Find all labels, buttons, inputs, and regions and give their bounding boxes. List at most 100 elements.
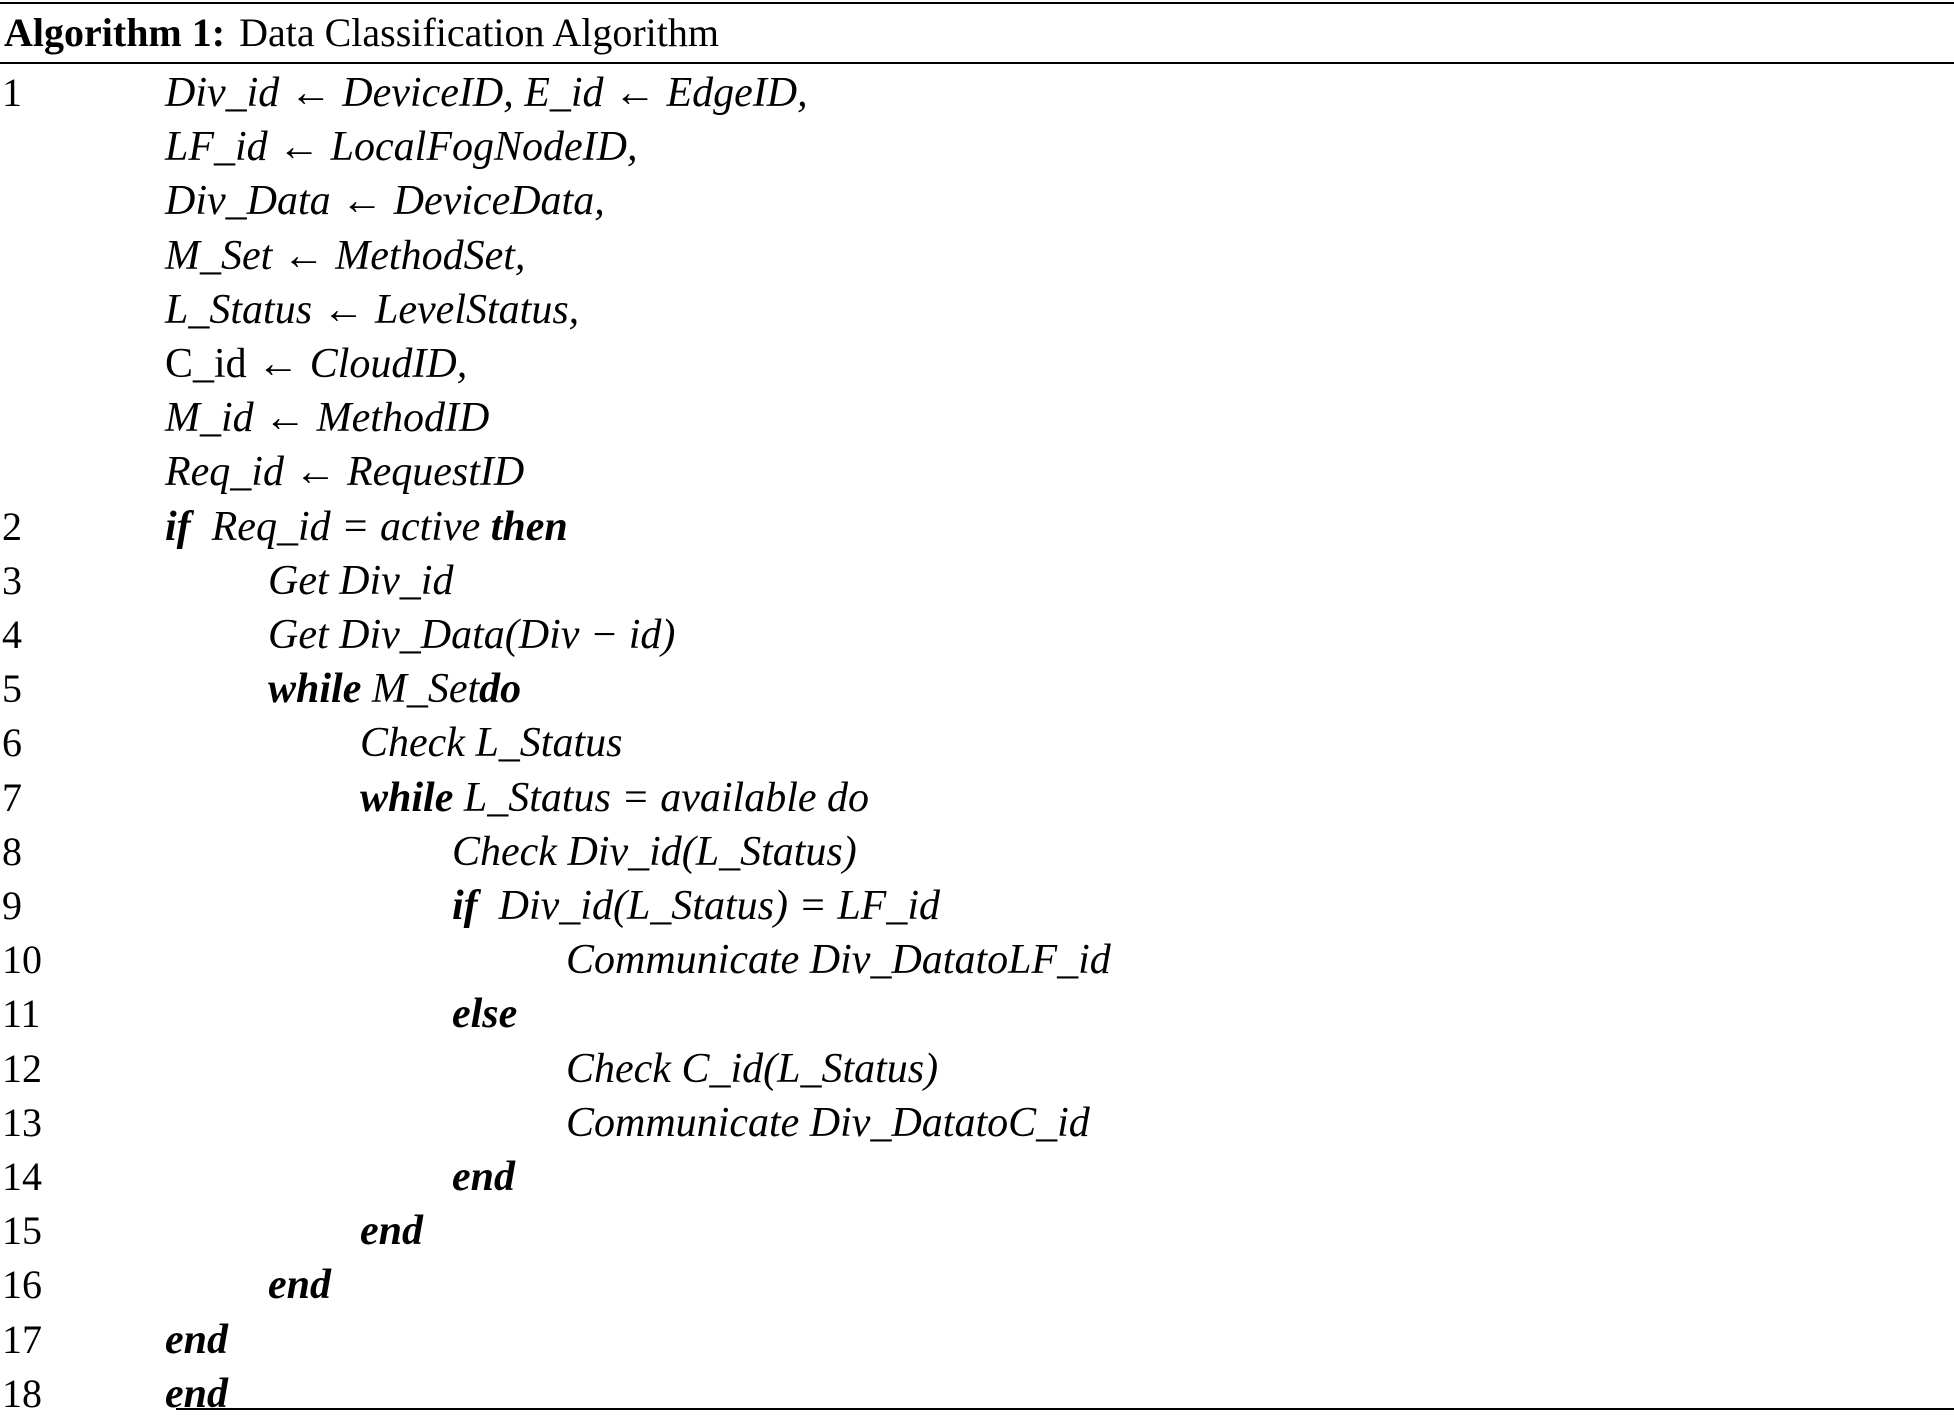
line-number: 15: [2, 1208, 42, 1254]
algorithm-title: Algorithm 1: Data Classification Algorith…: [4, 4, 719, 62]
line-code: M_id ← MethodID: [165, 391, 489, 445]
keyword: end: [452, 1154, 515, 1200]
bottom-rule: [176, 1408, 1954, 1410]
algorithm-line: 10 Communicate Div_DatatoLF_id: [0, 933, 1954, 987]
algorithm-line: 2 if Req_id = active then: [0, 500, 1954, 554]
line-code: LF_id ← LocalFogNodeID,: [165, 120, 637, 174]
code-text: Get Div_id: [268, 557, 454, 604]
code-text: Div_id(L_Status) = LF_id: [477, 883, 941, 929]
line-number: 17: [2, 1316, 42, 1362]
code-text: M_Set: [361, 666, 480, 713]
code-text: Get Div_Data(Div − id): [268, 612, 676, 658]
code-text: M_id ← MethodID: [165, 395, 490, 442]
line-number: 5: [2, 666, 22, 712]
keyword: if: [165, 503, 191, 550]
line-code: if Req_id = active then: [165, 500, 568, 554]
line-code: else: [452, 987, 517, 1041]
line-number: 9: [2, 883, 22, 928]
keyword: end: [360, 1208, 423, 1255]
code-text: Div_id ← DeviceID, E_id ← EdgeID,: [165, 70, 808, 116]
line-code: end: [360, 1204, 423, 1258]
keyword: else: [452, 991, 518, 1038]
code-text: Req_id ← RequestID: [165, 449, 525, 496]
line-number: 13: [2, 1099, 42, 1145]
algorithm-line: 6 Check L_Status: [0, 716, 1954, 770]
algorithm-line: M_id ← MethodID: [0, 391, 1954, 445]
keyword: while: [268, 666, 362, 713]
algorithm-line: 3 Get Div_id: [0, 554, 1954, 608]
line-number: 8: [2, 828, 22, 874]
code-text: L_Status = available do: [453, 774, 870, 821]
keyword: end: [165, 1316, 228, 1363]
algorithm-line: Req_id ← RequestID: [0, 445, 1954, 499]
algorithm-line: 4 Get Div_Data(Div − id): [0, 608, 1954, 662]
code-text: LF_id ← LocalFogNodeID,: [165, 124, 638, 171]
code-text: Check Div_id(L_Status): [452, 828, 857, 875]
keyword: do: [479, 666, 522, 713]
code-text: Communicate Div_DatatoLF_id: [566, 937, 1111, 984]
line-code: L_Status ← LevelStatus,: [165, 283, 579, 337]
algorithm-line: 8 Check Div_id(L_Status): [0, 825, 1954, 879]
code-text: Check L_Status: [360, 720, 623, 767]
code-text: Req_id = active: [190, 503, 491, 550]
algorithm-line: 11 else: [0, 987, 1954, 1041]
algorithm-line: 15 end: [0, 1204, 1954, 1258]
line-number: 16: [2, 1262, 42, 1308]
line-code: while L_Status = available do: [360, 771, 869, 825]
line-number: 1: [2, 70, 22, 115]
algorithm-line: 14 end: [0, 1150, 1954, 1204]
line-code: Req_id ← RequestID: [165, 445, 524, 499]
line-code: Div_Data ← DeviceData,: [165, 174, 605, 228]
algorithm-line: M_Set ← MethodSet,: [0, 229, 1954, 283]
algorithm-line: 13 Communicate Div_DatatoC_id: [0, 1096, 1954, 1150]
algorithm-line: Div_Data ← DeviceData,: [0, 174, 1954, 228]
line-code: Check C_id(L_Status): [566, 1042, 938, 1096]
line-code: Communicate Div_DatatoLF_id: [566, 933, 1111, 987]
line-number: 18: [2, 1370, 42, 1416]
line-code: Get Div_Data(Div − id): [268, 608, 675, 662]
line-code: Check L_Status: [360, 716, 622, 770]
code-text: L_Status ← LevelStatus,: [165, 286, 580, 333]
line-code: Get Div_id: [268, 554, 453, 608]
header-rule: [0, 62, 1954, 64]
line-number: 3: [2, 557, 22, 603]
line-number: 4: [2, 612, 22, 657]
line-code: M_Set ← MethodSet,: [165, 229, 525, 283]
line-code: Check Div_id(L_Status): [452, 825, 857, 879]
algorithm-line: 7 while L_Status = available do: [0, 771, 1954, 825]
algorithm-line: 5 while M_Setdo: [0, 662, 1954, 716]
code-text: C_id: [165, 341, 247, 387]
algorithm-line: 18 end: [0, 1367, 1954, 1421]
algorithm-line: LF_id ← LocalFogNodeID,: [0, 120, 1954, 174]
algorithm-line: 1 Div_id ← DeviceID, E_id ← EdgeID,: [0, 66, 1954, 120]
algorithm-name: Data Classification Algorithm: [239, 10, 719, 55]
code-text: ← CloudID,: [246, 341, 468, 387]
keyword: end: [268, 1262, 331, 1309]
line-code: Communicate Div_DatatoC_id: [566, 1096, 1090, 1150]
line-number: 2: [2, 503, 22, 549]
line-code: end: [165, 1367, 228, 1421]
line-code: C_id ← CloudID,: [165, 337, 467, 391]
code-text: M_Set ← MethodSet,: [165, 232, 526, 279]
keyword: while: [360, 774, 454, 821]
line-code: end: [268, 1258, 331, 1312]
line-code: while M_Setdo: [268, 662, 521, 716]
line-code: if Div_id(L_Status) = LF_id: [452, 879, 940, 933]
line-number: 11: [2, 991, 41, 1037]
algorithm-label: Algorithm 1:: [4, 10, 226, 55]
line-number: 14: [2, 1154, 42, 1199]
algorithm-line: 9 if Div_id(L_Status) = LF_id: [0, 879, 1954, 933]
line-number: 6: [2, 720, 22, 766]
algorithm-line: L_Status ← LevelStatus,: [0, 283, 1954, 337]
algorithm-line: 16 end: [0, 1258, 1954, 1312]
line-number: 10: [2, 937, 42, 983]
code-text: Check C_id(L_Status): [566, 1045, 939, 1092]
keyword: then: [490, 503, 568, 550]
algorithm-line: C_id ← CloudID,: [0, 337, 1954, 391]
line-code: end: [165, 1313, 228, 1367]
top-rule: [0, 2, 1954, 4]
code-text: Communicate Div_DatatoC_id: [566, 1099, 1090, 1146]
line-number: 7: [2, 774, 22, 820]
